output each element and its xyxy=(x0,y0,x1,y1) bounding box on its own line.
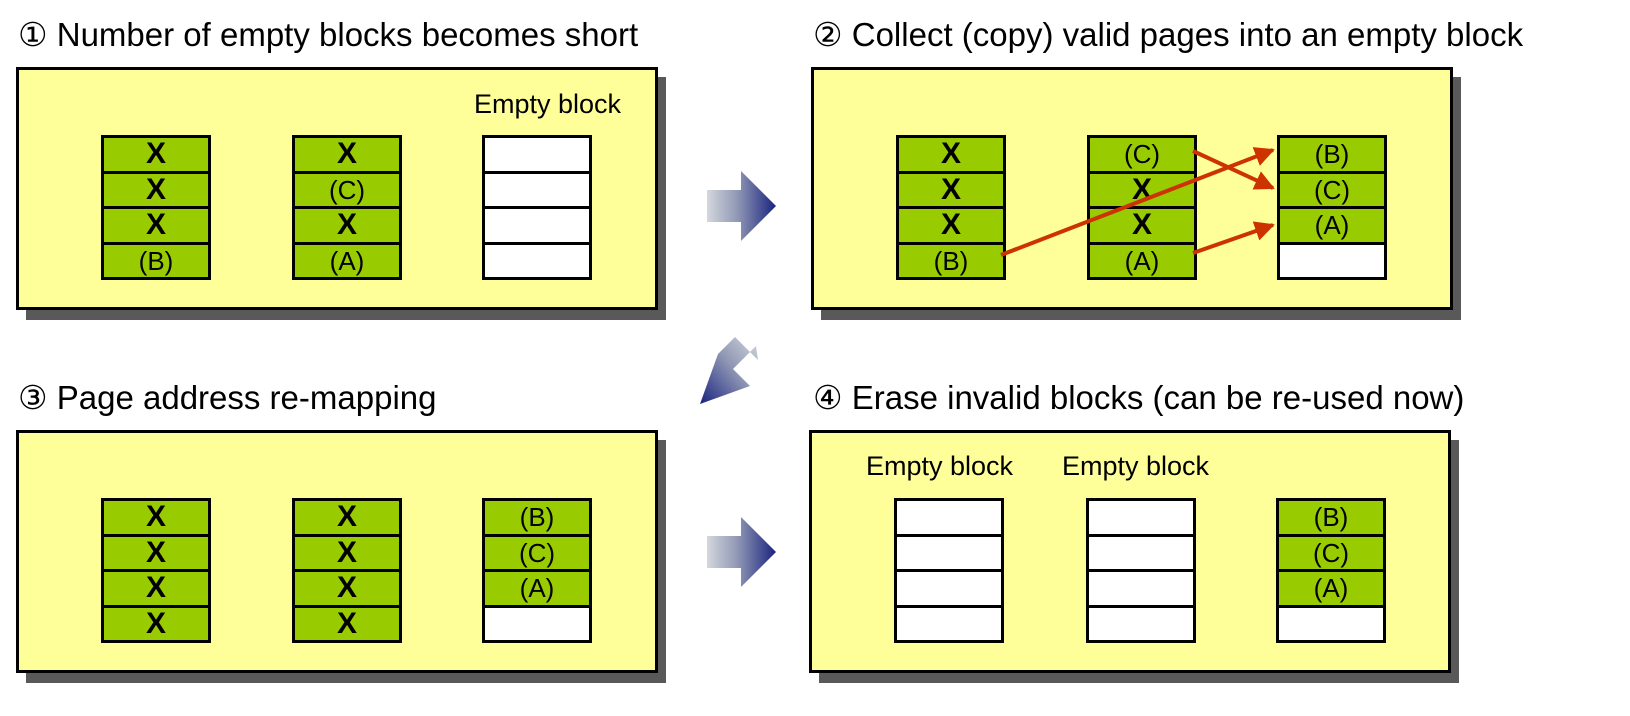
valid-page: (B) xyxy=(1280,138,1384,171)
invalid-page: X xyxy=(104,501,208,534)
invalid-page: X xyxy=(104,209,208,242)
valid-page: (A) xyxy=(485,572,589,605)
step-4-block-3: (B)(C)(A) xyxy=(1276,498,1386,643)
invalid-page: X xyxy=(295,209,399,242)
flow-arrow-right-2-icon xyxy=(707,517,776,587)
valid-page: (B) xyxy=(899,244,1003,277)
step-2-block-3: (B)(C)(A) xyxy=(1277,135,1387,280)
empty-page xyxy=(897,536,1001,569)
invalid-page: X xyxy=(295,572,399,605)
valid-page: (B) xyxy=(1279,501,1383,534)
step-4-title: ④ Erase invalid blocks (can be re-used n… xyxy=(813,379,1465,416)
valid-page: (A) xyxy=(1280,209,1384,242)
step-4-empty-block-label-1: Empty block xyxy=(866,451,1014,481)
valid-page: (A) xyxy=(1090,244,1194,277)
valid-page: (C) xyxy=(1279,536,1383,569)
empty-page xyxy=(485,173,589,206)
valid-page: (C) xyxy=(1090,138,1194,171)
empty-page xyxy=(1089,536,1193,569)
flow-arrow-right-1-icon xyxy=(707,171,776,241)
empty-page xyxy=(897,572,1001,605)
empty-page xyxy=(485,138,589,171)
flow-arrow-diagonal-icon xyxy=(700,337,758,404)
valid-page: (A) xyxy=(1279,572,1383,605)
empty-page xyxy=(1089,501,1193,534)
step-1-block-3 xyxy=(482,135,592,280)
invalid-page: X xyxy=(899,209,1003,242)
step-3-block-3: (B)(C)(A) xyxy=(482,498,592,643)
valid-page: (C) xyxy=(1280,173,1384,206)
empty-page xyxy=(1279,607,1383,640)
invalid-page: X xyxy=(1090,209,1194,242)
step-4-block-2 xyxy=(1086,498,1196,643)
invalid-page: X xyxy=(104,607,208,640)
invalid-page: X xyxy=(295,607,399,640)
valid-page: (B) xyxy=(104,244,208,277)
invalid-page: X xyxy=(104,173,208,206)
invalid-page: X xyxy=(899,173,1003,206)
step-4-empty-block-label-2: Empty block xyxy=(1062,451,1210,481)
step-2-title: ② Collect (copy) valid pages into an emp… xyxy=(813,16,1524,53)
invalid-page: X xyxy=(295,536,399,569)
valid-page: (C) xyxy=(485,536,589,569)
empty-page xyxy=(485,607,589,640)
step-4-block-1 xyxy=(894,498,1004,643)
step-1-block-2: X(C)X(A) xyxy=(292,135,402,280)
empty-page xyxy=(1089,607,1193,640)
step-3-title: ③ Page address re-mapping xyxy=(18,379,437,416)
invalid-page: X xyxy=(1090,173,1194,206)
empty-page xyxy=(897,607,1001,640)
empty-page xyxy=(485,209,589,242)
invalid-page: X xyxy=(104,138,208,171)
invalid-page: X xyxy=(295,138,399,171)
valid-page: (C) xyxy=(295,173,399,206)
step-1-title: ① Number of empty blocks becomes short xyxy=(18,16,639,53)
empty-page xyxy=(485,244,589,277)
empty-page xyxy=(1280,244,1384,277)
step-1-empty-block-label: Empty block xyxy=(474,89,622,119)
invalid-page: X xyxy=(295,501,399,534)
empty-page xyxy=(1089,572,1193,605)
invalid-page: X xyxy=(899,138,1003,171)
valid-page: (A) xyxy=(295,244,399,277)
invalid-page: X xyxy=(104,536,208,569)
empty-page xyxy=(897,501,1001,534)
invalid-page: X xyxy=(104,572,208,605)
valid-page: (B) xyxy=(485,501,589,534)
